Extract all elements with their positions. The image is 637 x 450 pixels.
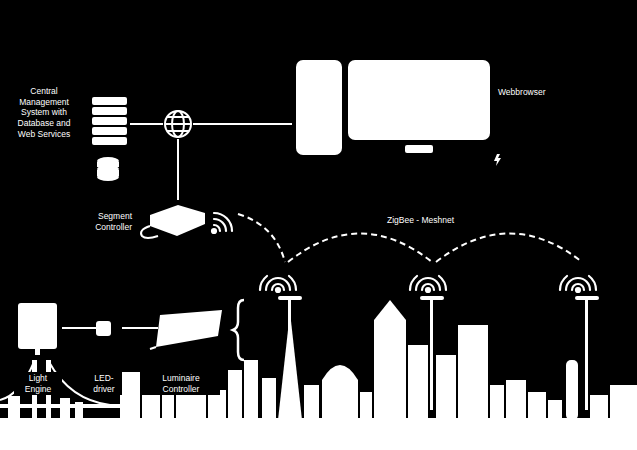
node-text: Central Management System with Database … (12, 86, 76, 139)
label-patch: LED-driver (86, 372, 122, 395)
light-engine-node: Light Engine (14, 300, 62, 395)
label-patch: Luminaire Controller (142, 372, 220, 395)
system-label: Central Management System with Database … (12, 86, 76, 139)
node-text: Segment Controller (84, 211, 132, 232)
wire-connector (62, 328, 86, 329)
label-patch: Light Engine (14, 372, 62, 395)
node-text: Webbrowser (498, 87, 578, 98)
node-text: Light Engine (14, 372, 62, 395)
network-label: ZigBee - Meshnet (387, 215, 454, 225)
node-text: LED-driver (86, 372, 122, 395)
node-text: Luminaire Controller (142, 372, 220, 395)
browser-label: Webbrowser (498, 87, 578, 98)
controller-label: Segment Controller (84, 211, 132, 232)
driver-node: LED-driver (86, 318, 122, 395)
wire-connector (122, 328, 142, 329)
luminaire-controller-node: Luminaire Controller (142, 305, 220, 395)
